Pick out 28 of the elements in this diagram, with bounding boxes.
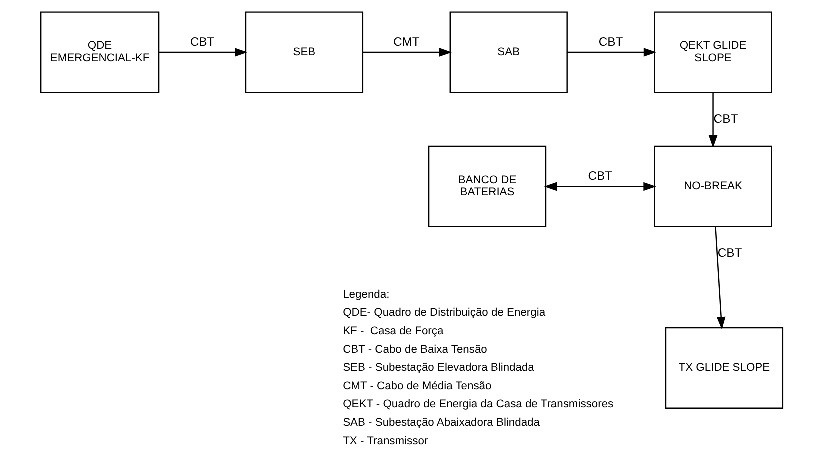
label: CBT - Cabo de Baixa Tensão <box>343 344 488 356</box>
edge-label: CBT <box>588 169 613 184</box>
label: TX - Transmissor <box>343 435 428 448</box>
label: Legenda: <box>343 288 390 301</box>
node-box: TX GLIDE SLOPE <box>665 327 784 410</box>
edge-label: CBT <box>598 34 624 49</box>
node-box: SEB <box>245 12 364 94</box>
edge-label: CMT <box>393 34 420 49</box>
node-box: BANCO DE BATERIAS <box>428 146 547 228</box>
arrow <box>715 227 726 330</box>
arrow <box>544 182 656 192</box>
label: CMT - Cabo de Média Tensão <box>343 380 492 392</box>
label: QDE- Quadro de Distribuição de Energia <box>343 307 546 320</box>
node-box: SAB <box>450 12 568 94</box>
node-box: NO-BREAK <box>654 146 772 228</box>
edge-label: CBT <box>718 246 742 260</box>
edge-label: CBT <box>714 112 738 126</box>
arrow <box>708 92 718 148</box>
edge-label: CBT <box>190 34 215 49</box>
node-box: QDE EMERGENCIAL-KF <box>40 12 160 94</box>
arrow <box>363 48 452 57</box>
label: QEKT - Quadro de Energia da Casa de Transmissores <box>343 398 614 411</box>
label: SEB - Subestação Elevadora Blindada <box>343 362 534 374</box>
arrow <box>159 48 248 57</box>
label: KF - Casa de Força <box>343 325 444 338</box>
label: SAB - Subestação Abaixadora Blindada <box>343 417 540 429</box>
node-box: QEKT GLIDE SLOPE <box>654 12 772 94</box>
arrow <box>567 48 657 57</box>
